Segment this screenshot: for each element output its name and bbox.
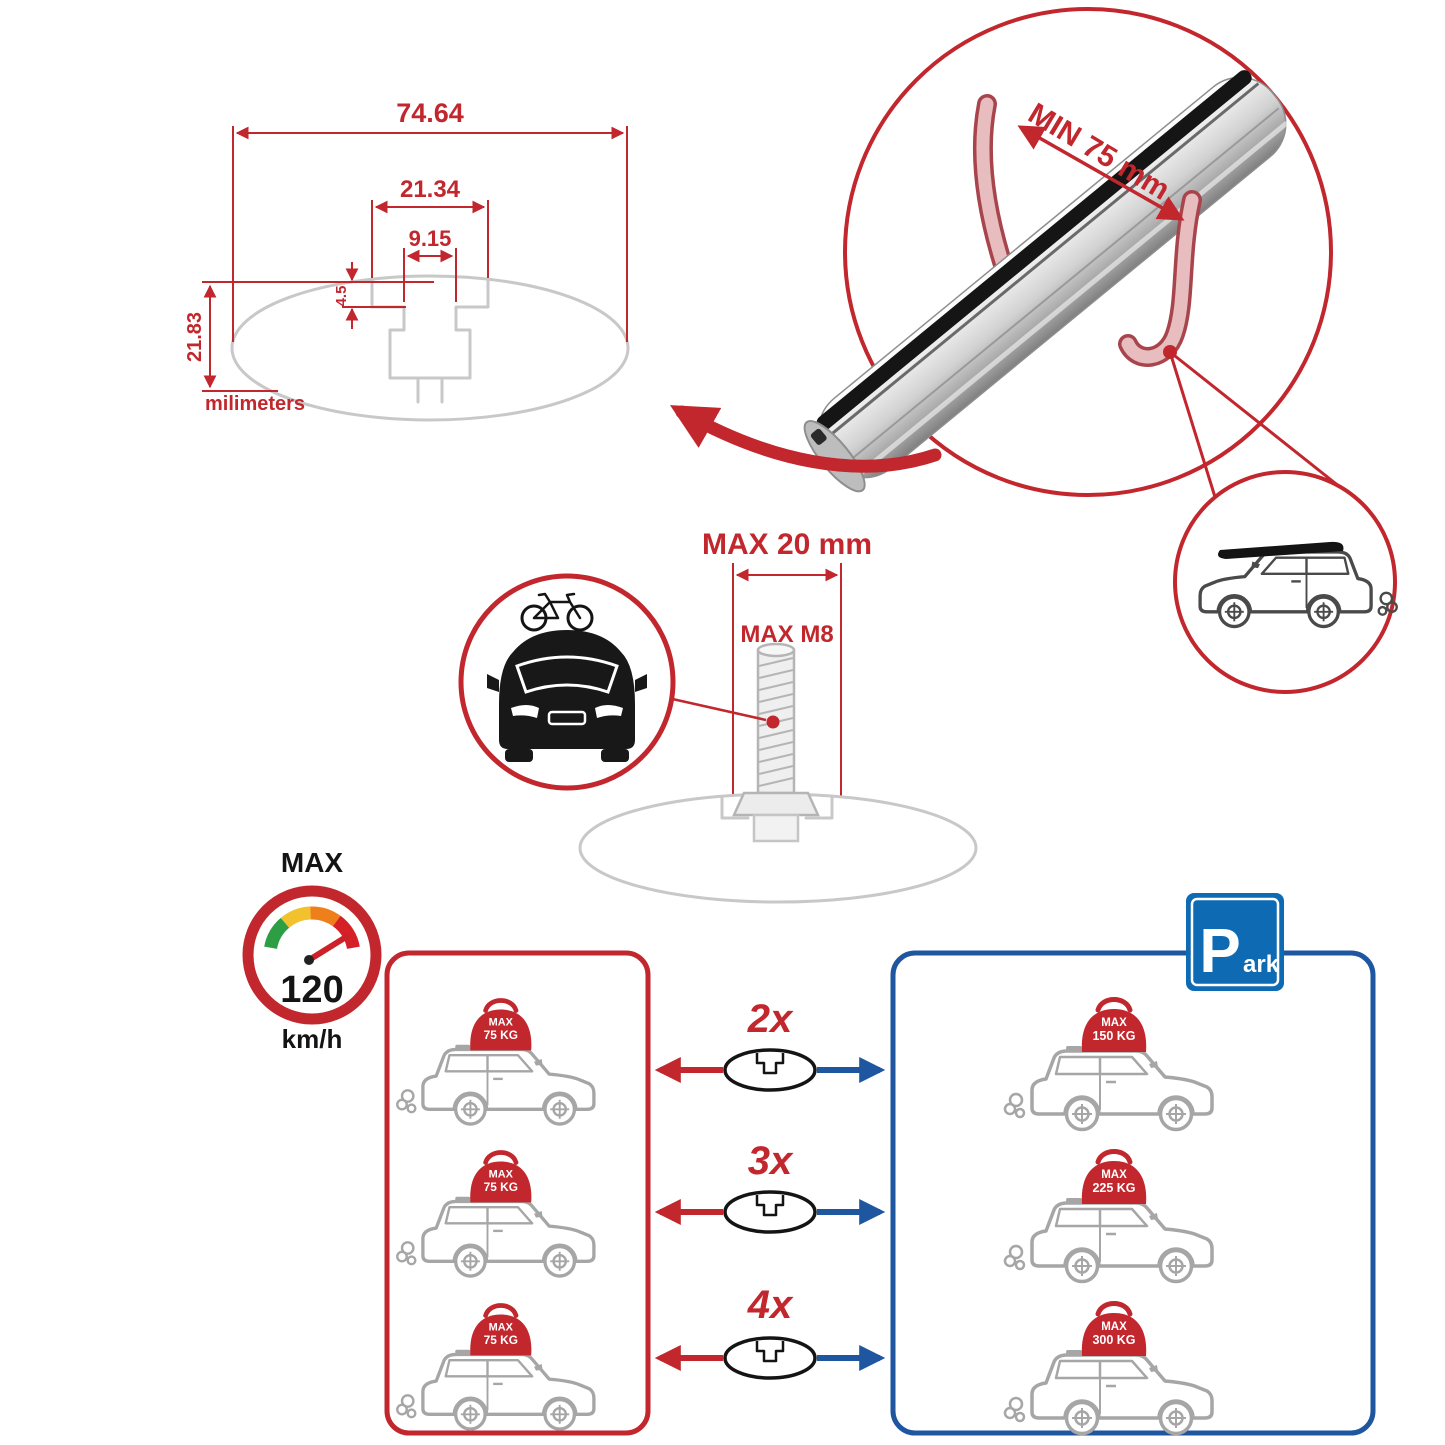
crossbar-section-icon: [723, 1336, 817, 1380]
dimension-slot-width-value: 9.15: [409, 226, 452, 251]
load-value: 300 KG: [1092, 1333, 1135, 1347]
crossbar-section-icon: [723, 1190, 817, 1234]
multiplier-row: 3x: [654, 1139, 886, 1234]
load-value: 75 KG: [484, 1333, 518, 1347]
park-sign-suffix: ark: [1243, 951, 1280, 978]
load-value: 75 KG: [484, 1028, 518, 1042]
multiplier-rows: 2x 3x 4x: [654, 997, 886, 1380]
crossbar-dimension-diagram: 74.64 21.34 9.15 4.5 21.83: [184, 98, 630, 422]
gauge-unit: km/h: [282, 1024, 343, 1054]
car-front-icon: [487, 630, 647, 762]
units-label: milimeters: [205, 393, 305, 415]
bicycle-icon: [520, 592, 594, 632]
mounting-bolt-icon: [732, 642, 820, 843]
load-label: MAX: [1101, 1017, 1127, 1029]
pointer-arrow-to-diagram: [669, 405, 942, 473]
load-label: MAX: [1101, 1321, 1127, 1333]
load-value: 75 KG: [484, 1180, 518, 1194]
speedometer-arc: [264, 906, 360, 950]
driving-car-row: MAX 75 KG: [395, 1306, 596, 1431]
multiplier-label: 2x: [747, 997, 794, 1041]
multiplier-row: 2x: [654, 997, 886, 1092]
multiplier-label: 3x: [748, 1139, 794, 1183]
driving-car-row: MAX 75 KG: [395, 1001, 596, 1126]
load-label: MAX: [489, 1169, 514, 1181]
gauge-needle: [306, 934, 349, 963]
dimension-channel-width: 21.34: [371, 176, 489, 278]
load-value: 150 KG: [1092, 1029, 1135, 1043]
dimension-slot-width: 9.15: [403, 226, 457, 302]
leader-line: [1169, 350, 1341, 489]
roof-box-icon: [1218, 541, 1344, 559]
multiplier-label: 4x: [747, 1283, 794, 1327]
driving-load-panel: MAX 75 KG MAX 75 KG MAX 75 KG: [384, 950, 651, 1436]
dimension-total-height-value: 21.83: [184, 312, 206, 362]
driving-car-row: MAX 75 KG: [395, 1153, 596, 1278]
dimension-total-width: 74.64: [232, 98, 628, 342]
dimension-total-width-value: 74.64: [396, 98, 464, 128]
clamp-hook-front: [1118, 190, 1202, 367]
park-sign-square: [1186, 893, 1284, 991]
load-value: 225 KG: [1092, 1181, 1135, 1195]
parked-car-row: MAX 300 KG: [1003, 1304, 1214, 1436]
gauge-title: MAX: [281, 847, 344, 878]
roofbox-car-badge: [1173, 470, 1399, 694]
parked-load-panel: MAX 150 KG MAX 225 KG MAX 300 KG: [890, 950, 1376, 1436]
load-label: MAX: [489, 1017, 514, 1029]
load-label: MAX: [489, 1322, 514, 1334]
parked-car-row: MAX 225 KG: [1003, 1152, 1214, 1284]
crossbar-render-detail: MIN 75 mm: [803, 7, 1341, 498]
park-sign: P ark: [1186, 893, 1284, 991]
gauge-value: 120: [280, 969, 343, 1011]
leader-line: [1168, 351, 1217, 498]
bolt-max-length-label: MAX 20 mm: [702, 528, 872, 561]
bolt-diagram: MAX 20 mm MAX M8: [578, 528, 978, 904]
dimension-slot-depth: 4.5: [333, 262, 406, 329]
bolt-max-thread-label: MAX M8: [740, 621, 833, 648]
dimension-channel-width-value: 21.34: [400, 176, 461, 203]
crossbar-section-icon: [723, 1048, 817, 1092]
load-label: MAX: [1101, 1169, 1127, 1181]
leader-line: [667, 696, 767, 722]
park-sign-letter: P: [1199, 917, 1240, 986]
multiplier-row: 4x: [654, 1283, 886, 1380]
dimension-slot-depth-value: 4.5: [333, 286, 350, 307]
parked-car-row: MAX 150 KG: [1003, 1000, 1214, 1132]
bolt-point-dot: [766, 715, 780, 729]
gauge-pivot: [304, 955, 314, 965]
clamp-hook-rear: [972, 94, 1014, 278]
bike-car-badge: [458, 573, 676, 791]
speed-limit-gauge: MAX 120 km/h: [242, 847, 382, 1054]
dimension-total-height: 21.83: [184, 281, 434, 392]
